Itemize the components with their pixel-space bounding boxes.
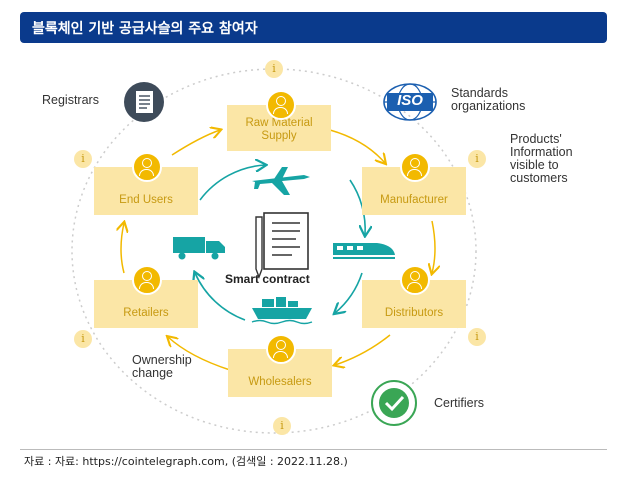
retailers-person-icon <box>132 265 162 295</box>
train-icon <box>333 243 395 259</box>
raw-material-person-icon <box>266 90 296 120</box>
ownership-change-label: Ownership change <box>132 353 192 380</box>
arrow-ret-to-end <box>121 223 124 274</box>
arrow-raw-to-manu <box>329 129 385 163</box>
supply-chain-diagram: ISO Raw Material Supply Manufacturer Dis… <box>20 55 607 440</box>
wholesalers-person-icon <box>266 334 296 364</box>
products-information-label: Products' Information visible to custome… <box>510 132 573 185</box>
info-marker-bottom: i <box>273 417 291 435</box>
node-raw-material: Raw Material Supply <box>227 105 331 151</box>
info-marker-upper-left: i <box>74 150 92 168</box>
ship-icon <box>251 297 313 325</box>
inner-arc-bottom-left <box>195 273 246 321</box>
node-raw-material-label: Raw Material Supply <box>245 117 313 142</box>
arrow-end-to-raw <box>171 130 220 156</box>
info-marker-lower-left: i <box>74 330 92 348</box>
iso-logo <box>383 83 437 121</box>
distributors-person-icon <box>400 265 430 295</box>
node-manufacturer-label: Manufacturer <box>380 194 448 206</box>
node-distributors-label: Distributors <box>384 307 444 319</box>
diagram-lines <box>71 68 477 434</box>
arrow-manu-to-dist <box>432 220 435 273</box>
certifiers-label: Certifiers <box>434 396 485 410</box>
source-caption: 자료 : 자료: https://cointelegraph.com, (검색일… <box>24 455 348 468</box>
inner-arc-top <box>199 165 265 201</box>
node-manufacturer: Manufacturer <box>362 167 466 215</box>
info-marker-lower-right: i <box>468 328 486 346</box>
node-wholesalers-label: Wholesalers <box>248 376 312 388</box>
airplane-icon <box>252 167 310 195</box>
node-end-users-label: End Users <box>119 194 173 206</box>
end-users-person-icon <box>132 152 162 182</box>
arrow-whole-to-ret <box>168 337 231 371</box>
node-distributors: Distributors <box>362 280 466 328</box>
iso-logo-text: ISO <box>397 92 423 109</box>
standards-organizations-label: Standards organizations <box>451 86 526 113</box>
node-retailers-label: Retailers <box>123 307 169 319</box>
title-banner: 블록체인 기반 공급사슬의 주요 참여자 <box>20 12 607 43</box>
info-marker-upper-right: i <box>468 150 486 168</box>
arrow-dist-to-whole <box>335 334 391 365</box>
manufacturer-person-icon <box>400 152 430 182</box>
info-marker-top: i <box>265 60 283 78</box>
title-text: 블록체인 기반 공급사슬의 주요 참여자 <box>32 21 258 37</box>
footer-divider <box>20 449 607 450</box>
contract-document-icon <box>255 212 309 279</box>
outer-ring <box>71 68 477 434</box>
truck-icon <box>173 237 225 260</box>
registrars-label: Registrars <box>42 93 99 107</box>
certifier-seal-icon <box>371 380 417 426</box>
registrar-icon <box>124 82 164 122</box>
smart-contract-label: Smart contract <box>225 272 310 286</box>
inner-arc-right-bottom <box>335 272 363 313</box>
